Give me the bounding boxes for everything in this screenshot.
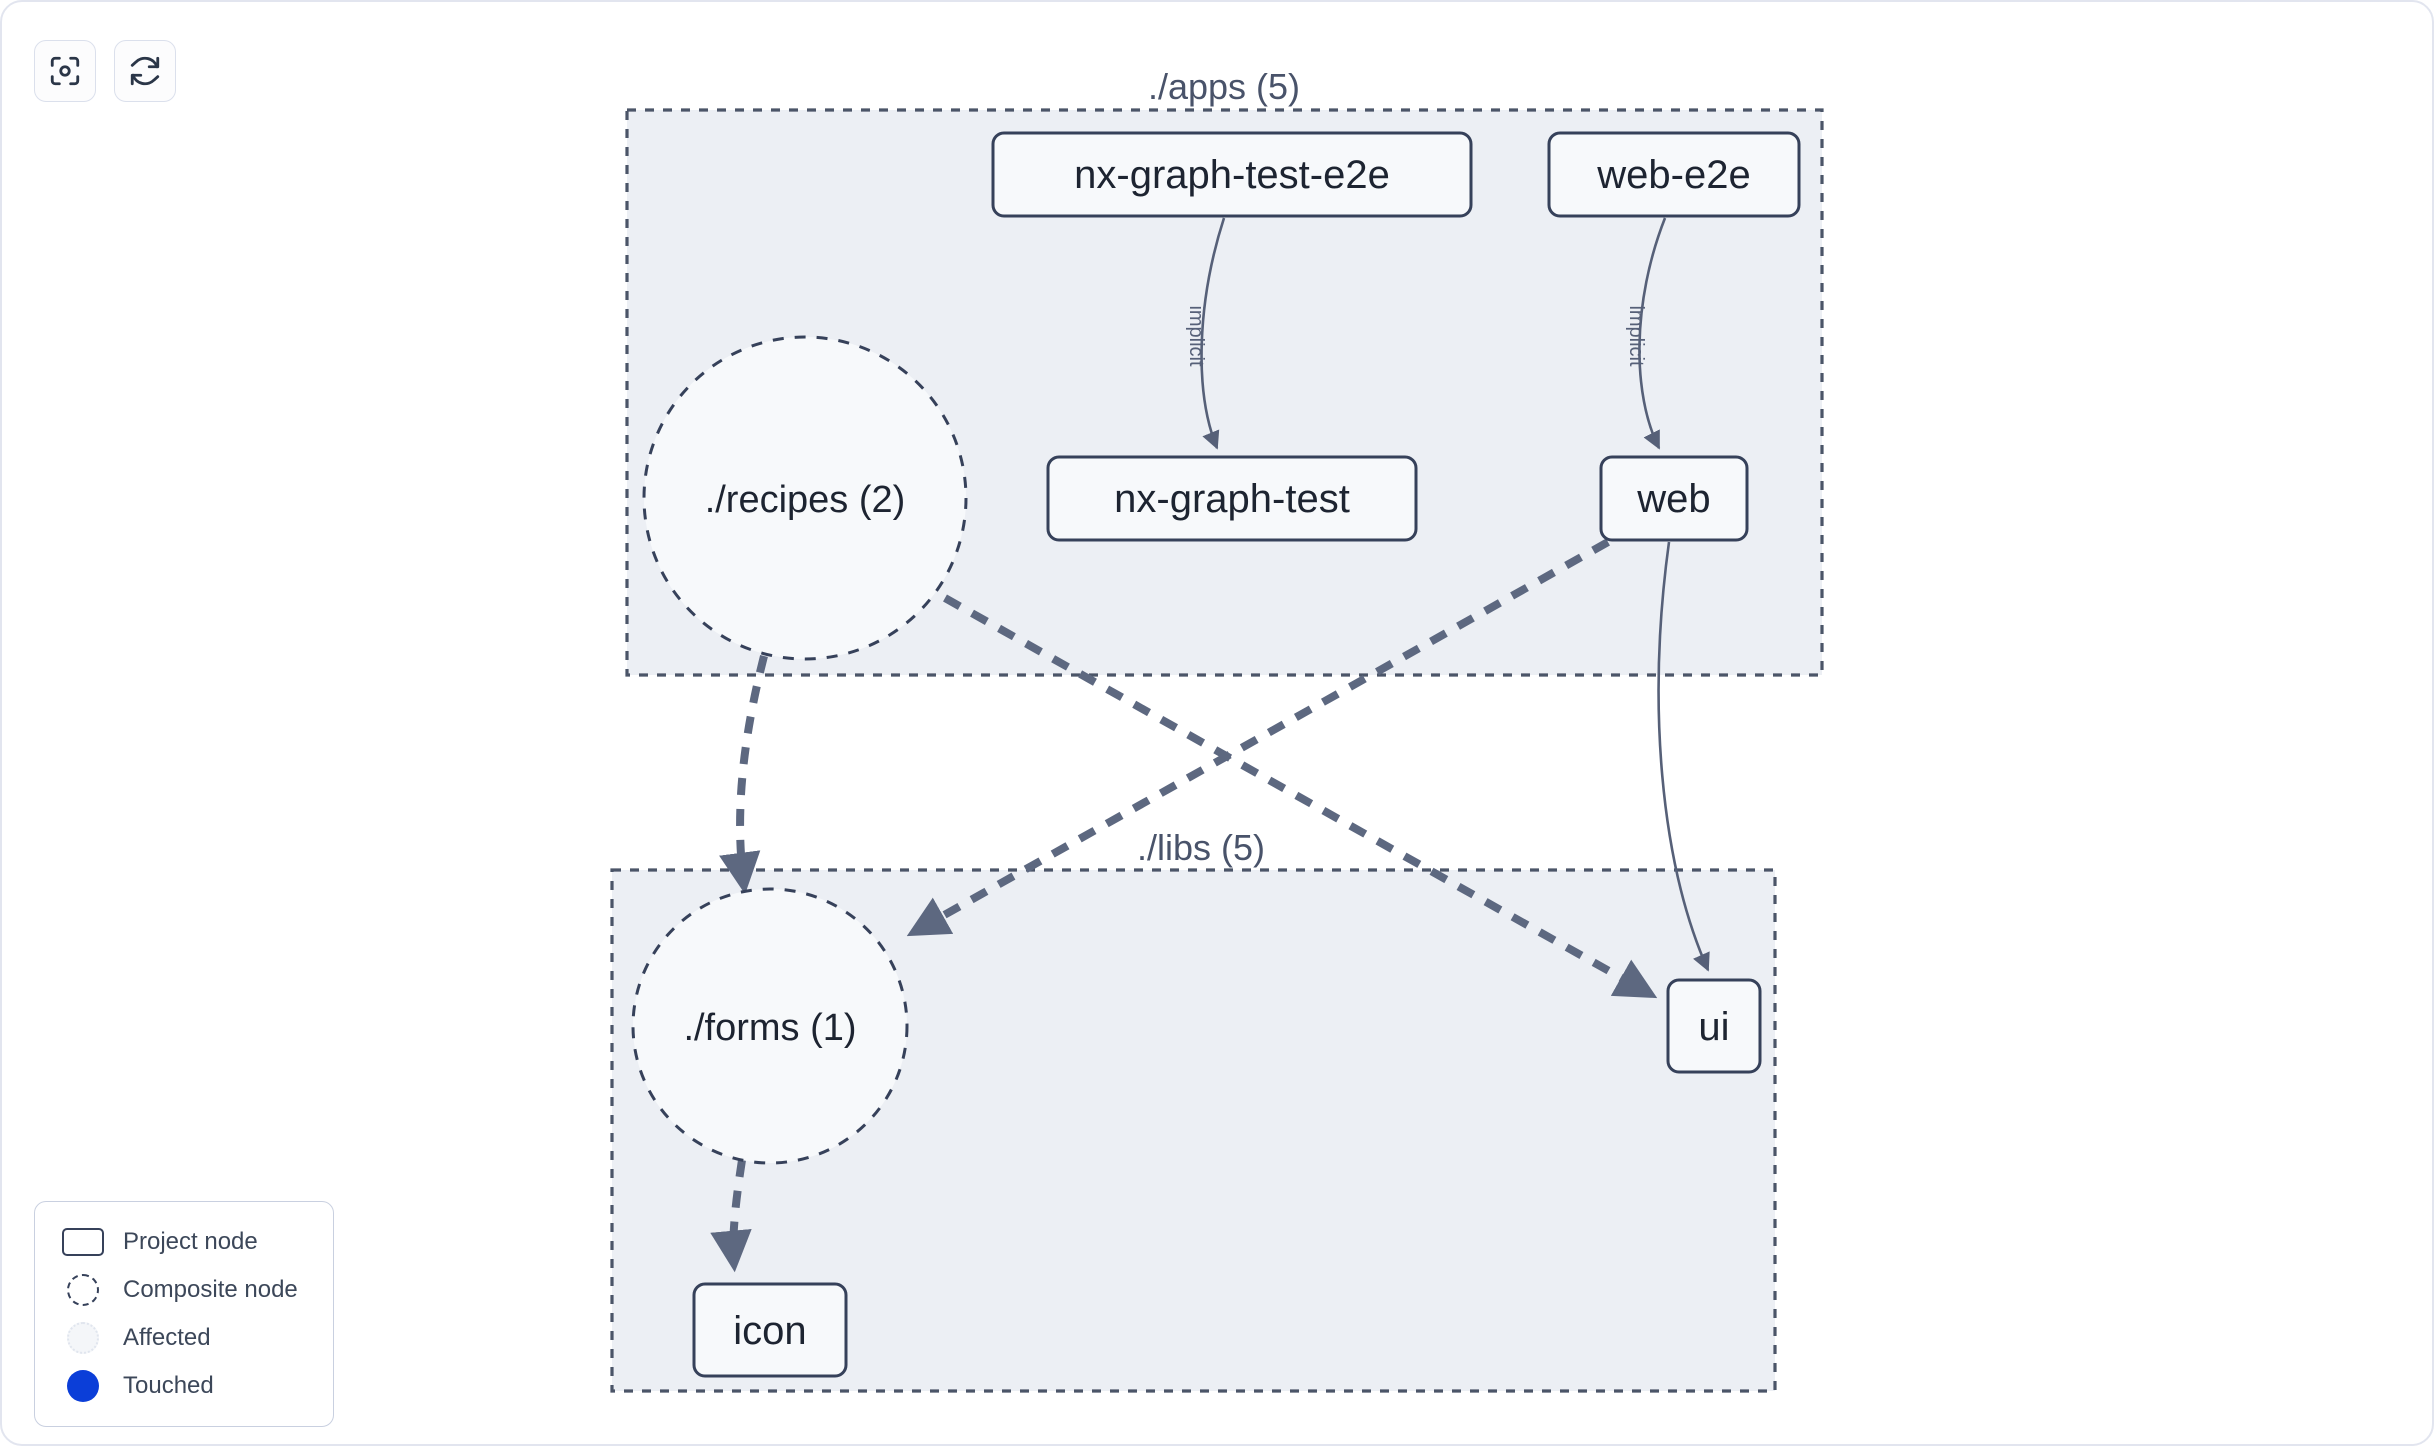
edge-web-e2e-to-web[interactable]: implicit: [1625, 217, 1667, 450]
edge-line: [710, 1159, 752, 1273]
legend-label-affected: Affected: [123, 1324, 211, 1351]
edge-nx-graph-test-e2e-to-nx-graph-test[interactable]: implicit: [1185, 217, 1226, 450]
legend-item-project-node: Project node: [57, 1218, 315, 1266]
node-recipes-shape[interactable]: [642, 335, 968, 661]
focus-target-icon: [48, 54, 82, 88]
edge-line: [906, 538, 1610, 937]
refresh-graph-button[interactable]: [114, 40, 176, 102]
node-nx-graph-test[interactable]: nx-graph-test: [1046, 455, 1418, 542]
node-nx-graph-test-shape[interactable]: [1046, 455, 1418, 542]
focus-graph-button[interactable]: [34, 40, 96, 102]
node-forms-label: ./forms (1): [683, 1007, 856, 1049]
node-web-shape[interactable]: [1599, 455, 1749, 542]
edge-forms-to-icon[interactable]: [710, 1159, 752, 1273]
project-node-swatch-icon: [57, 1228, 109, 1256]
graph-toolbar: [34, 40, 176, 102]
node-forms[interactable]: ./forms (1): [631, 887, 909, 1165]
edge-line: [943, 594, 1658, 999]
node-nx-graph-test-label: nx-graph-test: [1114, 477, 1350, 521]
legend-label-project-node: Project node: [123, 1228, 258, 1255]
edge-line: [719, 655, 768, 895]
node-nx-graph-test-e2e[interactable]: nx-graph-test-e2e: [991, 131, 1473, 218]
edge-label-implicit-2: implicit: [1625, 305, 1647, 367]
edge-web-to-forms[interactable]: [906, 538, 1610, 937]
group-apps-label: ./apps (5): [1148, 66, 1300, 107]
node-web-e2e[interactable]: web-e2e: [1547, 131, 1801, 218]
node-icon-shape[interactable]: [692, 1282, 848, 1378]
edge-recipes-to-ui[interactable]: [943, 594, 1658, 999]
node-web-e2e-shape[interactable]: [1547, 131, 1801, 218]
node-ui[interactable]: ui: [1666, 978, 1762, 1074]
group-libs-label: ./libs (5): [1137, 827, 1265, 868]
node-nx-graph-test-e2e-label: nx-graph-test-e2e: [1074, 153, 1390, 197]
legend-item-affected: Affected: [57, 1314, 315, 1362]
node-ui-label: ui: [1698, 1005, 1729, 1049]
node-web-e2e-label: web-e2e: [1596, 153, 1750, 197]
graph-legend: Project node Composite node Affected Tou…: [34, 1201, 334, 1427]
edge-label-implicit-1: implicit: [1185, 305, 1207, 367]
composite-node-swatch-icon: [57, 1274, 109, 1306]
node-icon-label: icon: [733, 1309, 806, 1353]
legend-label-composite-node: Composite node: [123, 1276, 298, 1303]
node-forms-shape[interactable]: [631, 887, 909, 1165]
edge-line: [1200, 217, 1226, 450]
node-web[interactable]: web: [1599, 455, 1749, 542]
touched-swatch-icon: [57, 1370, 109, 1402]
edge-recipes-to-forms[interactable]: [719, 655, 768, 895]
node-ui-shape[interactable]: [1666, 978, 1762, 1074]
legend-item-touched: Touched: [57, 1362, 315, 1410]
node-recipes-label: ./recipes (2): [705, 479, 906, 521]
edge-line: [1657, 541, 1710, 972]
refresh-icon: [128, 54, 162, 88]
node-icon[interactable]: icon: [692, 1282, 848, 1378]
legend-item-composite-node: Composite node: [57, 1266, 315, 1314]
affected-swatch-icon: [57, 1322, 109, 1354]
edge-web-to-ui[interactable]: [1657, 541, 1710, 972]
legend-label-touched: Touched: [123, 1372, 214, 1399]
edge-line: [1638, 217, 1667, 450]
node-recipes[interactable]: ./recipes (2): [642, 335, 968, 661]
node-web-label: web: [1636, 477, 1710, 521]
node-nx-graph-test-e2e-shape[interactable]: [991, 131, 1473, 218]
